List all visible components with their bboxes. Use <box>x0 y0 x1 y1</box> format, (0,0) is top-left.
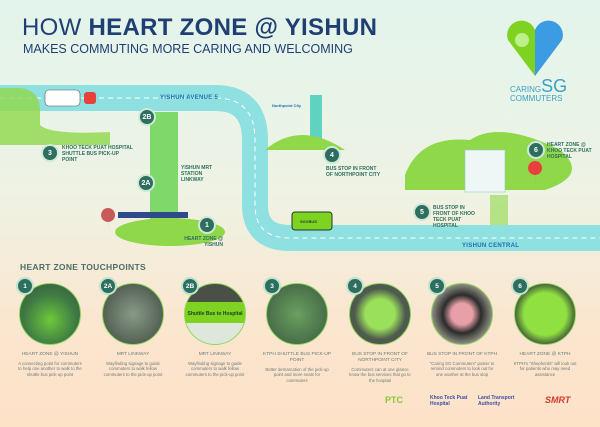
smrt-logo: SMRT <box>545 395 571 405</box>
grass-area-3 <box>0 88 110 145</box>
mrt-train <box>118 212 188 218</box>
shuttle-sign-text: Shuttle Bus to Hospital <box>187 311 243 317</box>
touchpoint-badge: 2B <box>181 277 199 295</box>
touchpoint-badge: 1 <box>16 277 34 295</box>
hospital-building <box>464 149 506 193</box>
caring-sg-commuters-logo: CARINGSG COMMUTERS <box>500 18 580 108</box>
touchpoint-badge: 2A <box>99 277 117 295</box>
road-centerline <box>0 97 600 239</box>
map-label-6: HEART ZONE @ KHOO TECK PUAT HOSPITAL <box>547 142 592 160</box>
grass-area-4 <box>265 135 345 150</box>
touchpoint-name: BUS STOP IN FRONT OF NORTHPOINT CITY <box>352 352 408 363</box>
touchpoint-badge: 5 <box>428 277 446 295</box>
northpoint-sign: Northpoint City <box>272 103 302 108</box>
touchpoint-name: BUS STOP IN FRONT OF KTPH <box>426 352 498 357</box>
ktph-logo: Khoo Teck Puat Hospital <box>430 395 468 407</box>
bus-sign: SGVBUS <box>300 219 317 224</box>
touchpoint-badge: 4 <box>346 277 364 295</box>
street-label-yishun-ave-5: YISHUN AVENUE 5 <box>160 95 219 101</box>
map-marker-2b: 2B <box>138 108 156 126</box>
touchpoint-name: HEART ZONE @ YISHUN <box>21 352 79 357</box>
touchpoint-name: MRT LINKWAY <box>198 352 232 357</box>
touchpoint-desc: A connecting point for commuters to help… <box>18 361 82 377</box>
map-label-3: KHOO TECK PUAT HOSPITAL SHUTTLE BUS PICK… <box>62 145 133 163</box>
map-marker-5: 5 <box>413 203 431 221</box>
map-marker-4: 4 <box>323 146 341 164</box>
touchpoint-desc: KTPH's "Shepherds" will look out for pat… <box>513 361 577 377</box>
lta-logo: Land Transport Authority <box>478 395 515 407</box>
touchpoint-desc: Wayfinding signage to guide commuters to… <box>185 361 245 377</box>
touchpoint-desc: Commuters can at one glance know the bus… <box>349 367 411 383</box>
map-marker-1: 1 <box>198 216 216 234</box>
title-prefix: HOW <box>22 14 82 41</box>
touchpoint-name: HEART ZONE @ KTPH <box>519 352 571 357</box>
shuttle-bus <box>44 89 81 107</box>
touchpoint-card: 2A MRT LINKWAY Wayfinding signage to guide… <box>93 275 173 377</box>
wheelchair-area <box>490 195 508 225</box>
touchpoint-badge: 3 <box>263 277 281 295</box>
map-label-linkway: YISHUN MRT STATION LINKWAY <box>181 165 213 183</box>
touchpoint-name: KTPH SHUTTLE BUS PICK-UP POINT <box>263 352 331 363</box>
heart-pin-logo-icon <box>507 20 563 76</box>
logo-line2: COMMUTERS <box>510 94 563 103</box>
northpoint-building <box>310 95 322 140</box>
touchpoint-desc: "Caring SG Commuters" poster to remind c… <box>429 361 495 377</box>
hospital-cross-icon <box>84 92 96 104</box>
touchpoints-title: HEART ZONE TOUCHPOINTS <box>20 262 146 272</box>
map-marker-6: 6 <box>527 141 545 159</box>
touchpoint-desc: Wayfinding signage to guide commuters to… <box>103 361 163 377</box>
map-marker-2a: 2A <box>137 174 155 192</box>
page-subtitle: MAKES COMMUTING MORE CARING AND WELCOMIN… <box>23 42 353 56</box>
title-main: HEART ZONE @ YISHUN <box>88 14 378 41</box>
touchpoint-badge: 6 <box>511 277 529 295</box>
page-title: HOW HEART ZONE @ YISHUN <box>22 14 377 42</box>
map-label-4: BUS STOP IN FRONT OF NORTHPOINT CITY <box>326 166 381 178</box>
grass-area-1 <box>115 218 225 246</box>
map-marker-3: 3 <box>41 144 59 162</box>
street-label-yishun-central: YISHUN CENTRAL <box>462 243 520 249</box>
map-label-5: BUS STOP IN FRONT OF KHOO TECK PUAT HOSP… <box>433 205 475 229</box>
ptc-logo: PTC <box>385 395 403 405</box>
heart-zone-pin-icon <box>101 208 116 232</box>
logo-line1: CARING <box>510 85 542 94</box>
touchpoint-desc: Better demarcation of the pick-up point … <box>265 367 329 383</box>
map-label-1: HEART ZONE @ YISHUN <box>184 236 223 248</box>
mrt-linkway <box>150 112 178 222</box>
touchpoint-name: MRT LINKWAY <box>116 352 150 357</box>
logo-sg: SG <box>541 76 568 96</box>
bus-icon <box>291 211 333 231</box>
heart-zone-pin-icon <box>528 161 543 185</box>
route-map <box>0 85 600 251</box>
